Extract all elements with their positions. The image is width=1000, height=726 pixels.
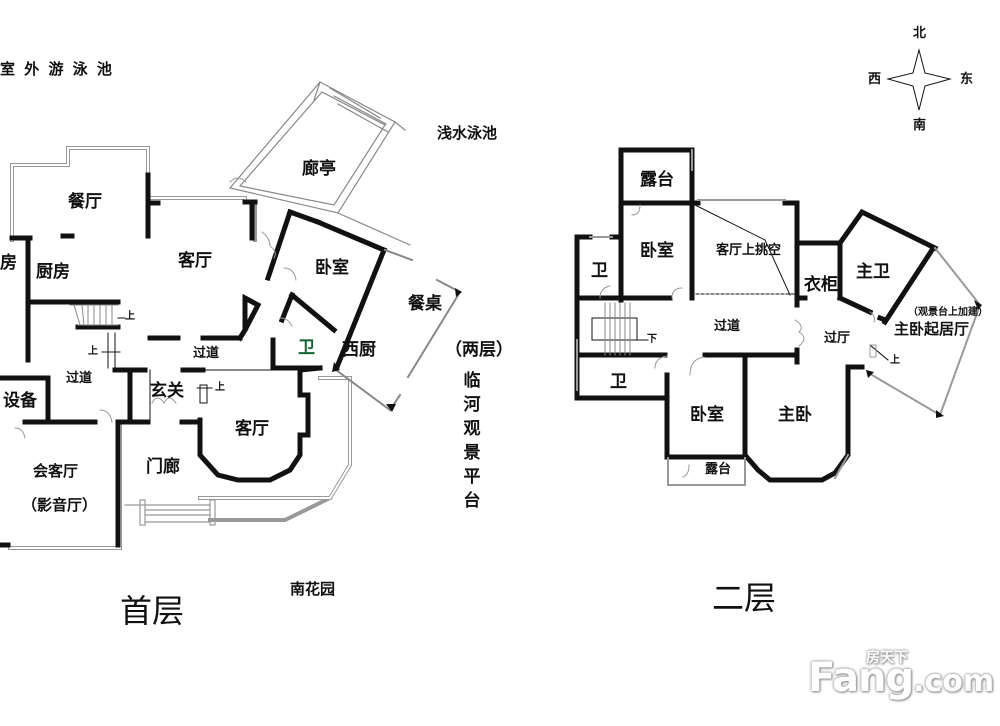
label-stair-up-3: 上 [215, 382, 225, 393]
label-corridor-second: 过道 [714, 319, 741, 334]
dining-platform-outline [334, 248, 462, 412]
label-stair-down: 下 [647, 334, 657, 345]
label-hall: 过厅 [824, 331, 851, 346]
compass-north: 北 [913, 26, 927, 41]
ground-floor-walls [0, 172, 388, 548]
compass-south: 南 [913, 118, 927, 133]
compass-star [886, 48, 952, 111]
label-step-up: 上 [890, 355, 900, 366]
label-bedroom-top: 卧室 [640, 241, 674, 261]
label-south-garden: 南花园 [290, 580, 336, 598]
compass-west: 西 [868, 72, 882, 87]
label-master-bedroom: 主卧 [778, 405, 812, 425]
label-outdoor-pool: 室 外 游 泳 池 [0, 60, 114, 78]
lounge-corners [866, 300, 982, 418]
label-porch: 门廊 [146, 457, 180, 477]
label-equipment-room: 设备 [3, 391, 37, 411]
label-home-theater-note: （影音厅） [22, 496, 98, 514]
watermark-brand-cn: 房天下 [866, 650, 908, 666]
label-bedroom-lower: 卧室 [690, 405, 724, 425]
label-master-bath: 主卫 [856, 262, 890, 282]
compass-east: 东 [960, 72, 974, 87]
label-living-room-lower: 客厅 [235, 419, 269, 439]
label-stair-up-2: 上 [88, 346, 98, 357]
porch-steps [124, 499, 216, 526]
label-bath-lower: 卫 [610, 372, 627, 392]
label-dining-room: 餐厅 [68, 192, 102, 212]
pavilion-outline [228, 81, 411, 246]
second-stair [591, 302, 649, 356]
label-western-kitchen: 西厨 [342, 340, 376, 360]
label-corridor-center: 过道 [193, 346, 220, 361]
label-bedroom: 卧室 [315, 258, 349, 278]
label-bathroom: 卫 [298, 338, 315, 358]
label-living-room-upper: 客厅 [178, 251, 212, 271]
label-master-lounge-note: （观景台上加建） [908, 307, 988, 318]
label-left-room-partial: 房 [0, 253, 17, 273]
label-living-void: 客厅上挑空 [716, 243, 782, 258]
label-dining-table: 餐桌 [408, 294, 442, 314]
watermark-brand-suffix: .com [913, 664, 995, 699]
label-bath-left: 卫 [591, 261, 608, 281]
label-reception-room: 会客厅 [33, 462, 79, 480]
label-two-story-note: （两层） [445, 340, 513, 360]
label-foyer: 玄关 [150, 381, 184, 401]
ground-door-swings [14, 177, 297, 439]
watermark-brand-main: Fang [808, 655, 914, 701]
label-wardrobe: 衣柜 [804, 275, 838, 295]
living-void-markings [694, 204, 796, 296]
ground-floor-title: 首层 [120, 592, 185, 630]
label-corridor-left: 过道 [66, 371, 93, 386]
second-step-markers [869, 344, 889, 361]
label-riverside-platform: 临河观景平台 [463, 371, 481, 511]
second-floor-thin-walls [576, 149, 982, 486]
label-stair-up-1: 上 [125, 311, 135, 322]
ground-stair-hatching [69, 304, 301, 421]
second-floor-title: 二层 [712, 579, 777, 617]
watermark-logo: 房天下 Fang.com [808, 650, 995, 701]
label-shallow-pool: 浅水泳池 [437, 124, 498, 142]
second-door-swings [599, 204, 875, 478]
label-terrace-top: 露台 [640, 170, 674, 190]
label-pavilion: 廊亭 [302, 159, 336, 179]
label-terrace-bottom: 露台 [705, 462, 732, 477]
label-kitchen: 厨房 [36, 262, 70, 282]
label-master-lounge: 主卧起居厅 [894, 320, 970, 338]
platform-corners [332, 288, 462, 412]
